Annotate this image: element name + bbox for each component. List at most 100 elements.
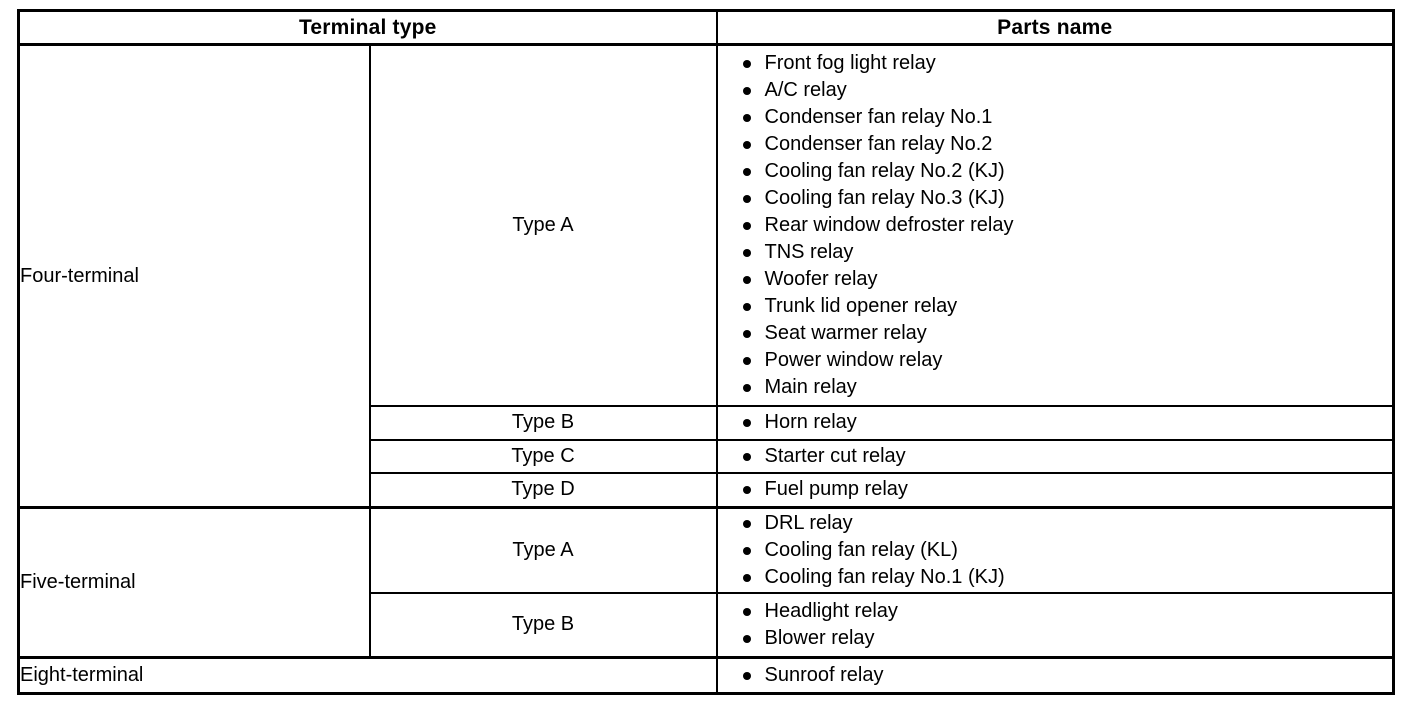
type-cell: Type A — [368, 506, 718, 594]
part-label: TNS relay — [764, 240, 854, 263]
bullet-icon — [742, 519, 751, 528]
type-cell: Type A — [368, 43, 718, 407]
terminal-cell-five: Five-terminal — [17, 506, 371, 659]
bullet-icon — [742, 113, 751, 122]
part-label: Sunroof relay — [764, 664, 884, 686]
part-label: Front fog light relay — [764, 51, 936, 74]
part-label: Horn relay — [764, 411, 857, 433]
list-item: Condenser fan relay No.1 — [719, 104, 1392, 131]
header-row: Terminal type Parts name — [17, 9, 1395, 46]
part-label: Cooling fan relay (KL) — [764, 538, 958, 561]
parts-list: Front fog light relay A/C relay Condense… — [719, 50, 1392, 401]
parts-cell: Headlight relay Blower relay — [715, 591, 1395, 659]
list-item: Power window relay — [719, 347, 1392, 374]
bullet-icon — [742, 546, 751, 555]
relay-terminal-table: Terminal type Parts name Four-terminal T… — [17, 9, 1395, 695]
parts-cell: Front fog light relay A/C relay Condense… — [715, 43, 1395, 407]
list-item: A/C relay — [719, 77, 1392, 104]
table-row: Five-terminal Type A DRL relay Cooling f… — [17, 506, 1395, 659]
list-item: Cooling fan relay (KL) — [719, 537, 1392, 564]
list-item: Starter cut relay — [719, 443, 1392, 470]
part-label: Condenser fan relay No.2 — [764, 132, 993, 155]
part-label: Seat warmer relay — [764, 321, 927, 344]
part-label: Main relay — [764, 375, 857, 398]
list-item: Sunroof relay — [719, 662, 1392, 689]
list-item: Cooling fan relay No.3 (KJ) — [719, 185, 1392, 212]
type-cell: Type C — [368, 438, 718, 474]
bullet-icon — [742, 302, 751, 311]
parts-list: DRL relay Cooling fan relay (KL) Cooling… — [719, 511, 1392, 591]
part-label: Headlight relay — [764, 599, 898, 622]
part-label: Cooling fan relay No.1 (KJ) — [764, 565, 1005, 588]
parts-list: Starter cut relay — [719, 443, 1392, 470]
parts-list: Horn relay — [719, 409, 1392, 436]
bullet-icon — [742, 248, 751, 257]
bullet-icon — [742, 573, 751, 582]
list-item: TNS relay — [719, 239, 1392, 266]
bullet-icon — [742, 419, 751, 427]
table-row: Type B Headlight relay Blower relay — [19, 591, 1395, 659]
bullet-icon — [742, 167, 751, 176]
bullet-icon — [742, 86, 751, 95]
list-item: Cooling fan relay No.1 (KJ) — [719, 564, 1392, 591]
parts-list: Sunroof relay — [719, 662, 1392, 689]
table-row: Type B Horn relay — [19, 404, 1395, 441]
part-label: Woofer relay — [764, 267, 878, 290]
list-item: Seat warmer relay — [719, 320, 1392, 347]
parts-cell: Starter cut relay — [715, 438, 1395, 474]
list-item: Blower relay — [719, 625, 1392, 652]
list-item: Cooling fan relay No.2 (KJ) — [719, 158, 1392, 185]
list-item: Main relay — [719, 374, 1392, 401]
bullet-icon — [742, 275, 751, 284]
part-label: Cooling fan relay No.2 (KJ) — [764, 159, 1005, 182]
bullet-icon — [742, 140, 751, 149]
bullet-icon — [742, 672, 751, 680]
relay-terminal-table-wrap: Terminal type Parts name Four-terminal T… — [17, 9, 1395, 695]
bullet-icon — [742, 59, 751, 68]
list-item: Fuel pump relay — [719, 476, 1392, 503]
table-row: Type D Fuel pump relay — [19, 471, 1395, 509]
list-item: Condenser fan relay No.2 — [719, 131, 1392, 158]
bullet-icon — [742, 486, 751, 495]
table-row: Eight-terminal Sunroof relay — [17, 656, 1395, 695]
part-label: DRL relay — [764, 511, 853, 534]
list-item: Rear window defroster relay — [719, 212, 1392, 239]
part-label: Rear window defroster relay — [764, 213, 1014, 236]
bullet-icon — [742, 607, 751, 616]
terminal-cell-eight: Eight-terminal — [17, 656, 718, 695]
bullet-icon — [742, 356, 751, 365]
part-label: Cooling fan relay No.3 (KJ) — [764, 186, 1005, 209]
parts-name-header: Parts name — [715, 9, 1395, 46]
bullet-icon — [742, 634, 751, 643]
bullet-icon — [742, 452, 751, 461]
list-item: Headlight relay — [719, 598, 1392, 625]
bullet-icon — [742, 329, 751, 338]
terminal-cell-four: Four-terminal — [17, 43, 371, 509]
bullet-icon — [742, 194, 751, 203]
parts-list: Headlight relay Blower relay — [719, 598, 1392, 652]
list-item: DRL relay — [719, 511, 1392, 537]
type-cell: Type B — [368, 591, 718, 659]
part-label: Power window relay — [764, 348, 943, 371]
table-row: Type C Starter cut relay — [19, 438, 1395, 474]
part-label: Blower relay — [764, 626, 875, 649]
part-label: Starter cut relay — [764, 444, 906, 467]
list-item: Woofer relay — [719, 266, 1392, 293]
parts-list: Fuel pump relay — [719, 476, 1392, 503]
list-item: Front fog light relay — [719, 50, 1392, 77]
bullet-icon — [742, 383, 751, 392]
type-cell: Type B — [368, 404, 718, 441]
parts-cell: Sunroof relay — [715, 656, 1395, 695]
parts-cell: Horn relay — [715, 404, 1395, 441]
part-label: Trunk lid opener relay — [764, 294, 958, 317]
part-label: Condenser fan relay No.1 — [764, 105, 993, 128]
part-label: A/C relay — [764, 78, 847, 101]
parts-cell: Fuel pump relay — [715, 471, 1395, 509]
table-row: Four-terminal Type A Front fog light rel… — [17, 43, 1395, 509]
terminal-type-header: Terminal type — [17, 9, 718, 46]
parts-cell: DRL relay Cooling fan relay (KL) Cooling… — [715, 506, 1395, 594]
bullet-icon — [742, 221, 751, 230]
part-label: Fuel pump relay — [764, 478, 908, 501]
type-cell: Type D — [368, 471, 718, 509]
